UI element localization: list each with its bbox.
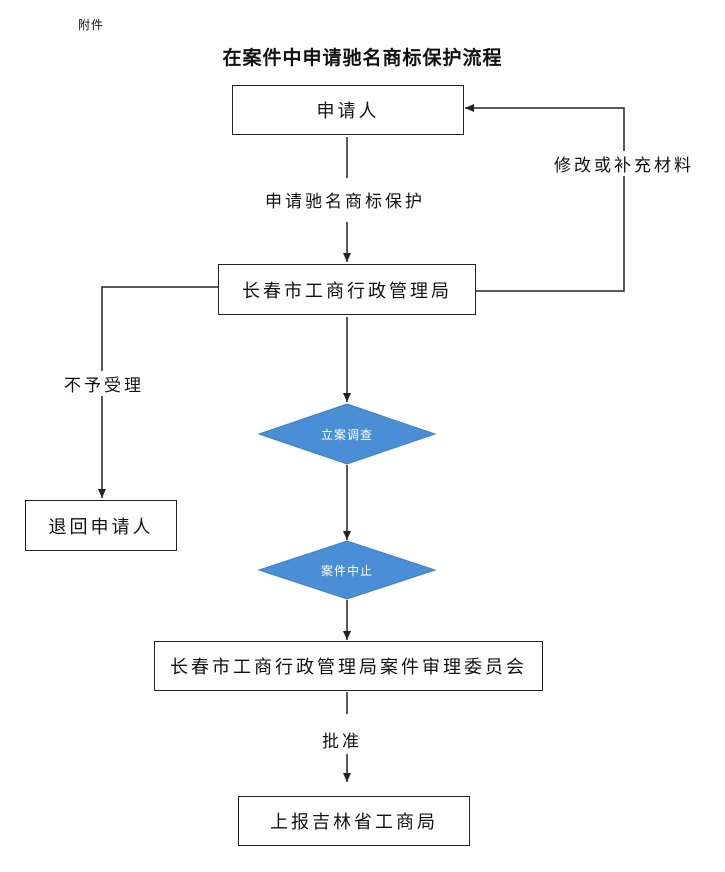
connector-revise-loop (465, 104, 625, 292)
edge-label-approved: 批准 (322, 727, 362, 752)
case-review-committee-box: 长春市工商行政管理局案件审理委员会 (154, 641, 543, 691)
report-provincial-box: 上报吉林省工商局 (238, 796, 470, 846)
city-bureau-label: 长春市工商行政管理局 (242, 280, 452, 302)
edge-label-apply-protection: 申请驰名商标保护 (265, 187, 425, 212)
edge-label-revise-materials: 修改或补充材料 (554, 151, 694, 176)
city-bureau-box: 长春市工商行政管理局 (218, 264, 476, 315)
edge-label-not-accepted: 不予受理 (64, 371, 144, 396)
applicant-box: 申请人 (232, 85, 464, 135)
suspended-diamond (257, 540, 437, 600)
case-review-committee-label: 长春市工商行政管理局案件审理委员会 (170, 657, 527, 678)
applicant-label: 申请人 (316, 101, 380, 122)
report-provincial-label: 上报吉林省工商局 (270, 812, 438, 833)
attachment-label: 附件 (78, 18, 105, 32)
investigation-diamond (257, 403, 437, 465)
returned-to-applicant-box: 退回申请人 (25, 500, 177, 551)
page-title: 在案件中申请驰名商标保护流程 (222, 47, 503, 69)
connector-reject (98, 286, 219, 498)
investigation-label: 立案调查 (320, 428, 373, 442)
case-suspended-label: 案件中止 (320, 564, 373, 578)
returned-to-applicant-label: 退回申请人 (48, 516, 154, 538)
